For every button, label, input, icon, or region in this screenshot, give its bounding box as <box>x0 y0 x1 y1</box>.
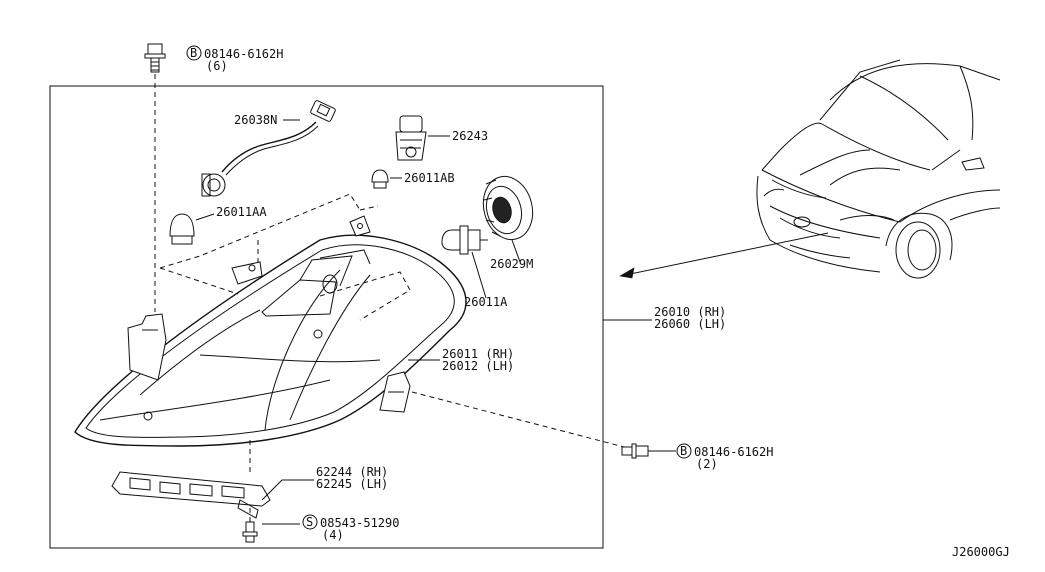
callout-screw-bottom-qty: (4) <box>322 528 344 542</box>
headlamp-icon <box>74 215 467 447</box>
diagram-code: J26000GJ <box>952 545 1010 559</box>
car-illustration-icon <box>756 59 1001 279</box>
callout-bolt-right-part: 08146-6162H <box>694 445 773 459</box>
assembly-frame <box>49 85 604 549</box>
callout-bolt-top: B 08146-6162H (6) <box>186 45 283 73</box>
callout-bolt-top-prefix: B <box>190 46 197 60</box>
bulb-ab-icon <box>371 169 389 189</box>
cover-icon <box>482 175 534 241</box>
label-lamp-rh: 26011 (RH) <box>442 347 514 361</box>
label-bulb-a: 26011A <box>464 295 508 309</box>
bulb-a-icon <box>441 225 488 255</box>
callout-bolt-top-part: 08146-6162H <box>204 47 283 61</box>
callout-screw-bottom-prefix: S <box>306 515 313 529</box>
harness-icon <box>201 100 336 197</box>
callout-bolt-top-qty: (6) <box>206 59 228 73</box>
label-bulb-aa: 26011AA <box>216 205 267 219</box>
label-cover: 26029M <box>490 257 533 271</box>
callout-screw-bottom-part: 08543-51290 <box>320 516 399 530</box>
callout-bolt-right-qty: (2) <box>696 457 718 471</box>
label-socket: 26243 <box>452 129 488 143</box>
label-assembly-lh: 26060 (LH) <box>654 317 726 331</box>
callout-bolt-right-prefix: B <box>680 444 687 458</box>
label-bracket-rh: 62244 (RH) <box>316 465 388 479</box>
callout-screw-bottom: S 08543-51290 (4) <box>302 514 399 542</box>
label-bracket-lh: 62245 (LH) <box>316 477 388 491</box>
screw-bottom-icon <box>242 521 258 543</box>
label-assembly-rh: 26010 (RH) <box>654 305 726 319</box>
label-harness: 26038N <box>234 113 277 127</box>
label-lamp-lh: 26012 (LH) <box>442 359 514 373</box>
bolt-top-icon <box>144 43 166 73</box>
bolt-right-icon <box>621 443 649 459</box>
bracket-icon <box>111 471 271 519</box>
label-bulb-ab: 26011AB <box>404 171 455 185</box>
socket-icon <box>395 115 427 161</box>
bulb-aa-icon <box>169 213 195 245</box>
callout-bolt-right: B 08146-6162H (2) <box>676 443 773 471</box>
